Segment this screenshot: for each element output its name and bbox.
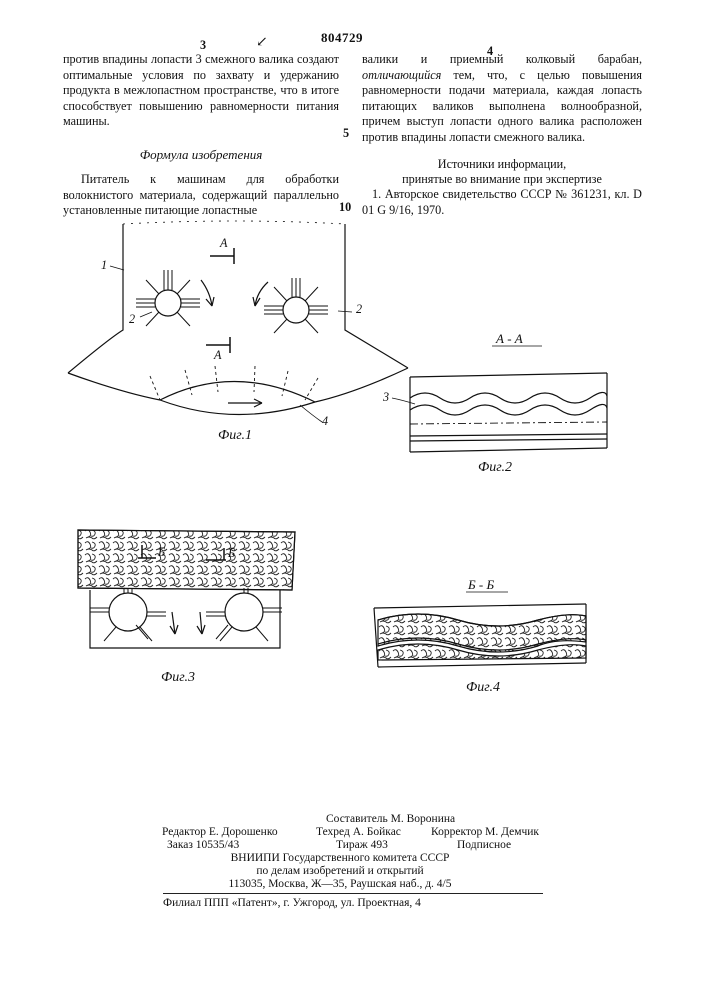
footer-org-3: 113035, Москва, Ж—35, Раушская наб., д. …: [160, 878, 520, 892]
label-3: 3: [383, 390, 389, 406]
section-mark-b-left: Б: [158, 545, 165, 561]
fig4-caption: Фиг.4: [466, 680, 500, 696]
section-mark-b-right: Б: [228, 546, 235, 562]
footer-branch: Филиал ППП «Патент», г. Ужгород, ул. Про…: [163, 893, 543, 911]
figure-1: [68, 221, 408, 422]
figure-4: [374, 592, 586, 667]
footer-editor: Редактор Е. Дорошенко: [162, 826, 278, 840]
figure-3: [78, 530, 295, 648]
footer-composer: Составитель М. Воронина: [326, 813, 455, 827]
section-bb-title: Б - Б: [468, 577, 494, 593]
label-2-left: 2: [129, 312, 135, 328]
footer-org-2: по делам изобретений и открытий: [160, 865, 520, 879]
section-mark-a-top: А: [220, 236, 227, 252]
footer-org-1: ВНИИПИ Государственного комитета СССР: [160, 852, 520, 866]
fig1-caption: Фиг.1: [218, 428, 252, 444]
footer-corrector: Корректор М. Демчик: [431, 826, 539, 840]
label-1: 1: [101, 258, 107, 274]
fig3-caption: Фиг.3: [161, 670, 195, 686]
footer-techred: Техред А. Бойкас: [316, 826, 401, 840]
section-aa-title: А - А: [496, 331, 523, 347]
figure-2: [392, 346, 607, 452]
label-4: 4: [322, 414, 328, 430]
footer-order: Заказ 10535/43: [167, 839, 239, 853]
fig2-caption: Фиг.2: [478, 460, 512, 476]
section-mark-a-bottom: А: [214, 348, 221, 364]
footer-print-run: Тираж 493: [336, 839, 388, 853]
footer-subscription: Подписное: [457, 839, 511, 853]
label-2-right: 2: [356, 302, 362, 318]
